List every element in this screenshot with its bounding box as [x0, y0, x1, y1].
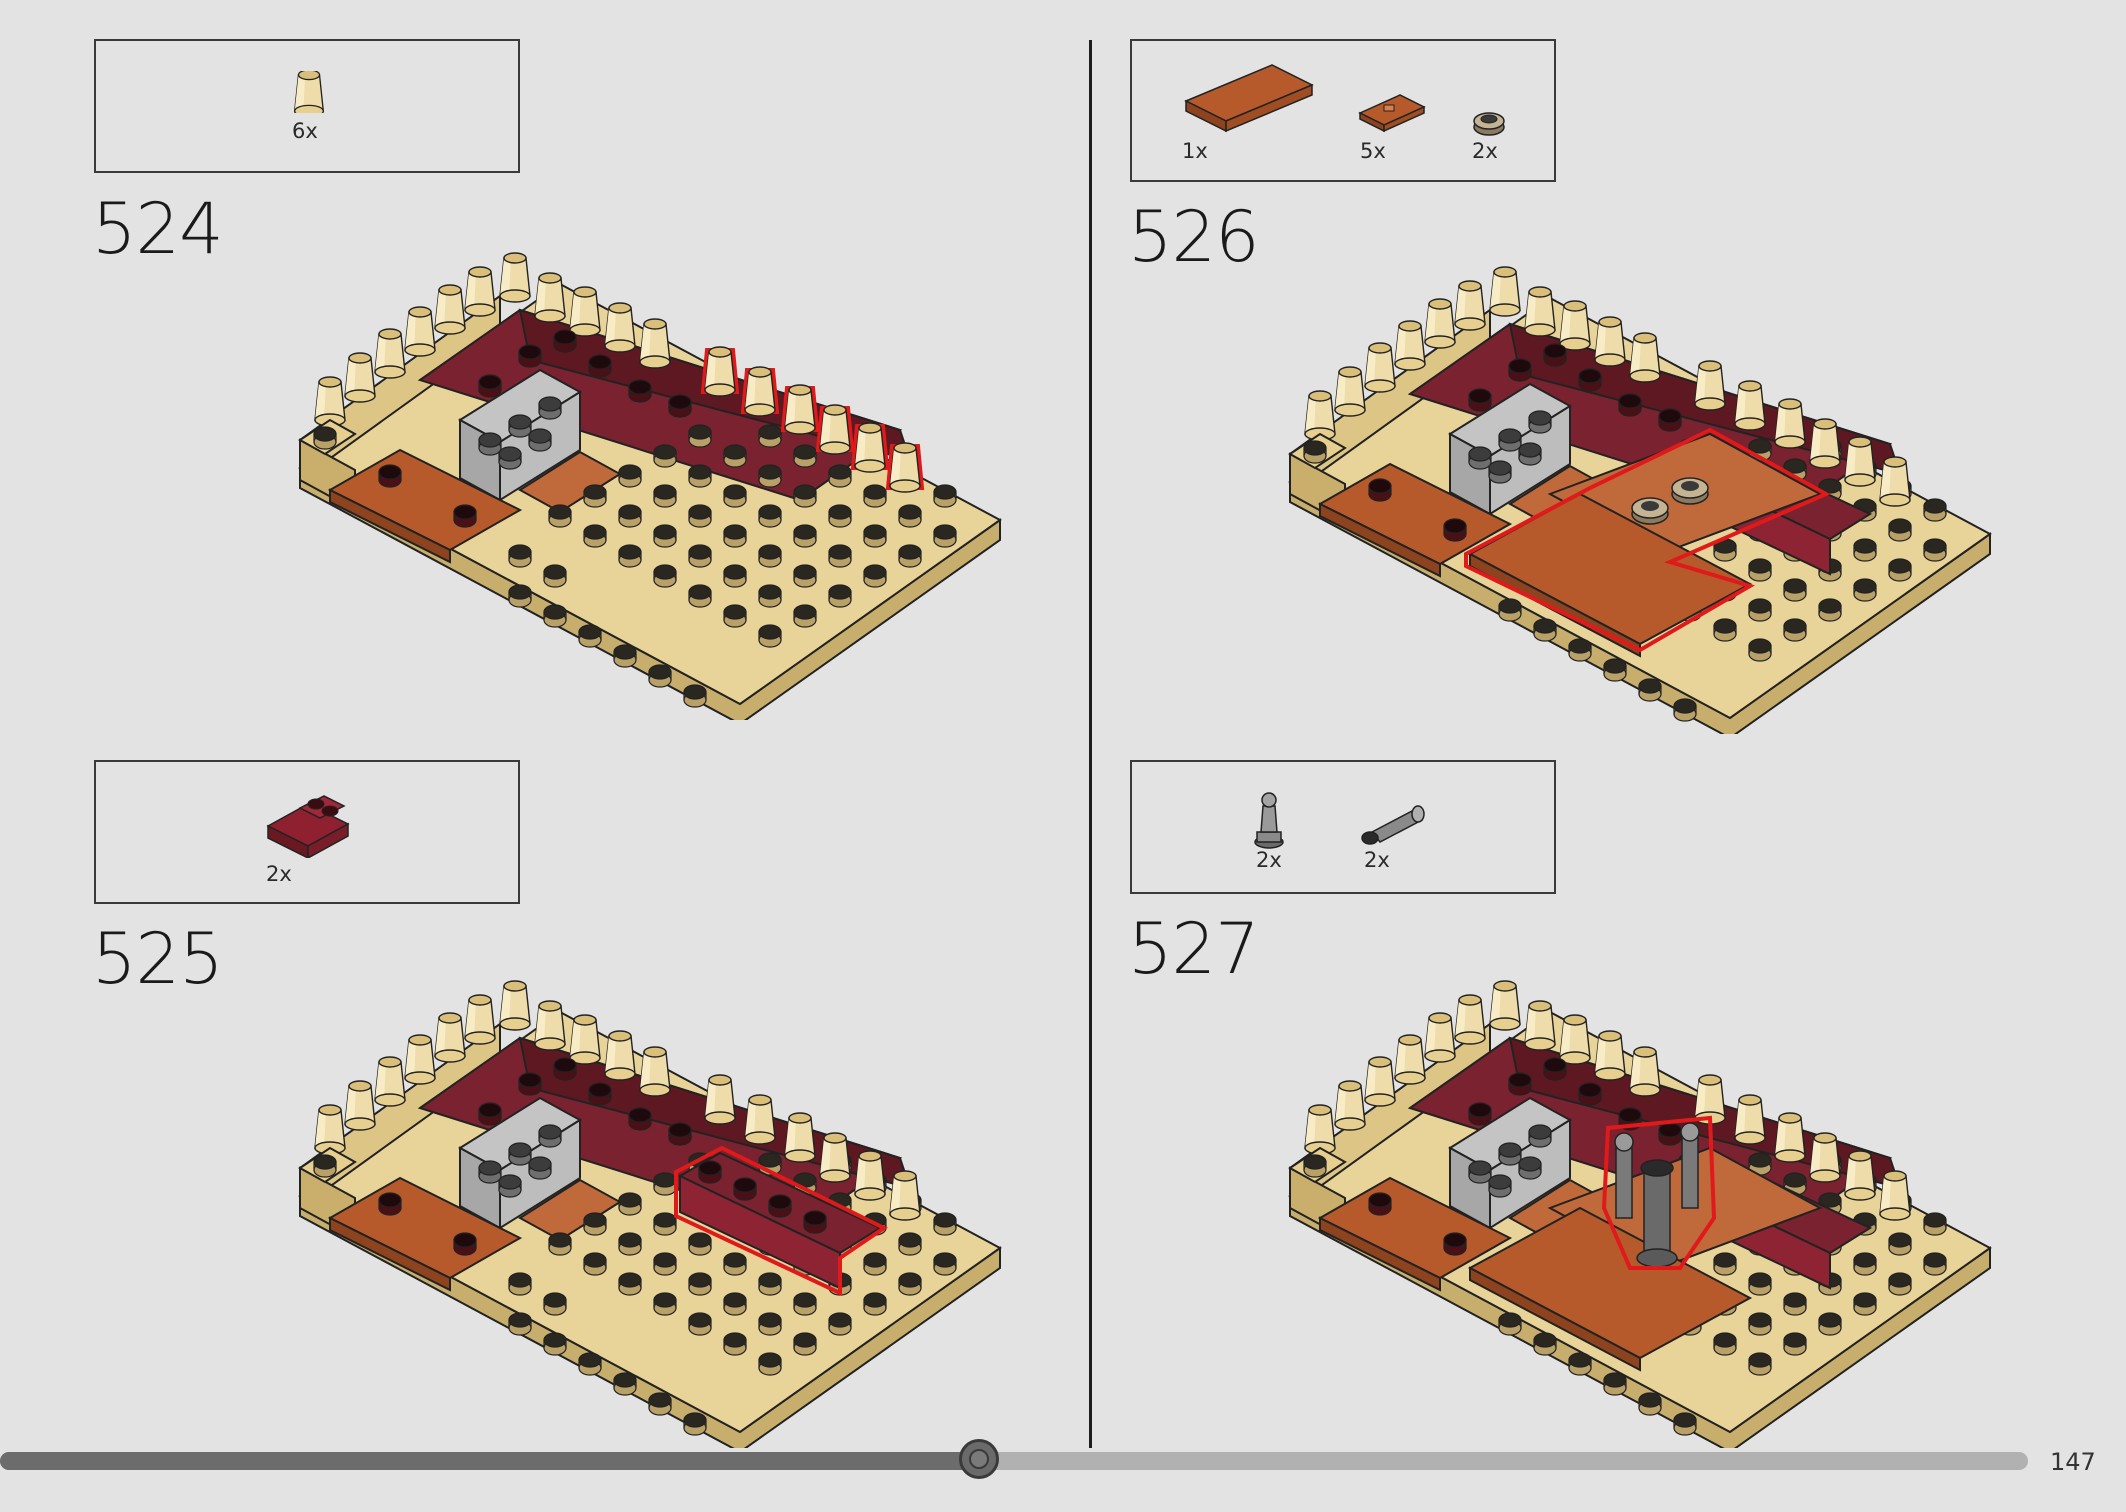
page-divider [1089, 40, 1092, 1448]
round-plate-icon [1473, 112, 1505, 136]
step-525-parts-box: 2x [94, 760, 520, 904]
step-527-number: 527 [1128, 908, 1260, 990]
red-slope-brick-icon [266, 795, 350, 858]
page-progress-fill [0, 1452, 979, 1470]
step-526-new-tiles-highlight [1464, 427, 1831, 658]
page-progress-track[interactable] [0, 1439, 2028, 1479]
step-524-part-qty: 6x [292, 119, 318, 143]
step-524-number: 524 [92, 188, 224, 270]
step-525-new-slopes-highlight [674, 1145, 888, 1297]
page-number: 147 [2050, 1448, 2096, 1476]
step-526-part-qty-2: 5x [1360, 139, 1386, 163]
step-526-part-qty-3: 2x [1472, 139, 1498, 163]
step-524-build-image [0, 0, 1060, 720]
page-progress-handle[interactable] [958, 1439, 999, 1479]
telescope-icon [1361, 805, 1425, 845]
step-525-build-image [0, 728, 1060, 1448]
step-525-part-qty: 2x [266, 862, 292, 886]
brown-tile-4x2-icon [1184, 64, 1314, 133]
step-526-parts-box: 1x 5x 2x [1130, 39, 1556, 182]
step-527-build-image [990, 728, 2050, 1448]
statuette-icon [1254, 792, 1284, 849]
step-526-number: 526 [1128, 196, 1260, 278]
step-527-new-statuettes-highlight [1601, 1115, 1717, 1270]
step-527-part-qty-2: 2x [1364, 848, 1390, 872]
step-525-number: 525 [92, 918, 224, 1000]
step-527-part-qty-1: 2x [1256, 848, 1282, 872]
step-526-build-image [990, 14, 2050, 734]
step-527-parts-box: 2x 2x [1130, 760, 1556, 894]
step-526-part-qty-1: 1x [1182, 139, 1208, 163]
brown-tile-2x1-icon [1358, 94, 1426, 133]
step-524-parts-box: 6x [94, 39, 520, 173]
